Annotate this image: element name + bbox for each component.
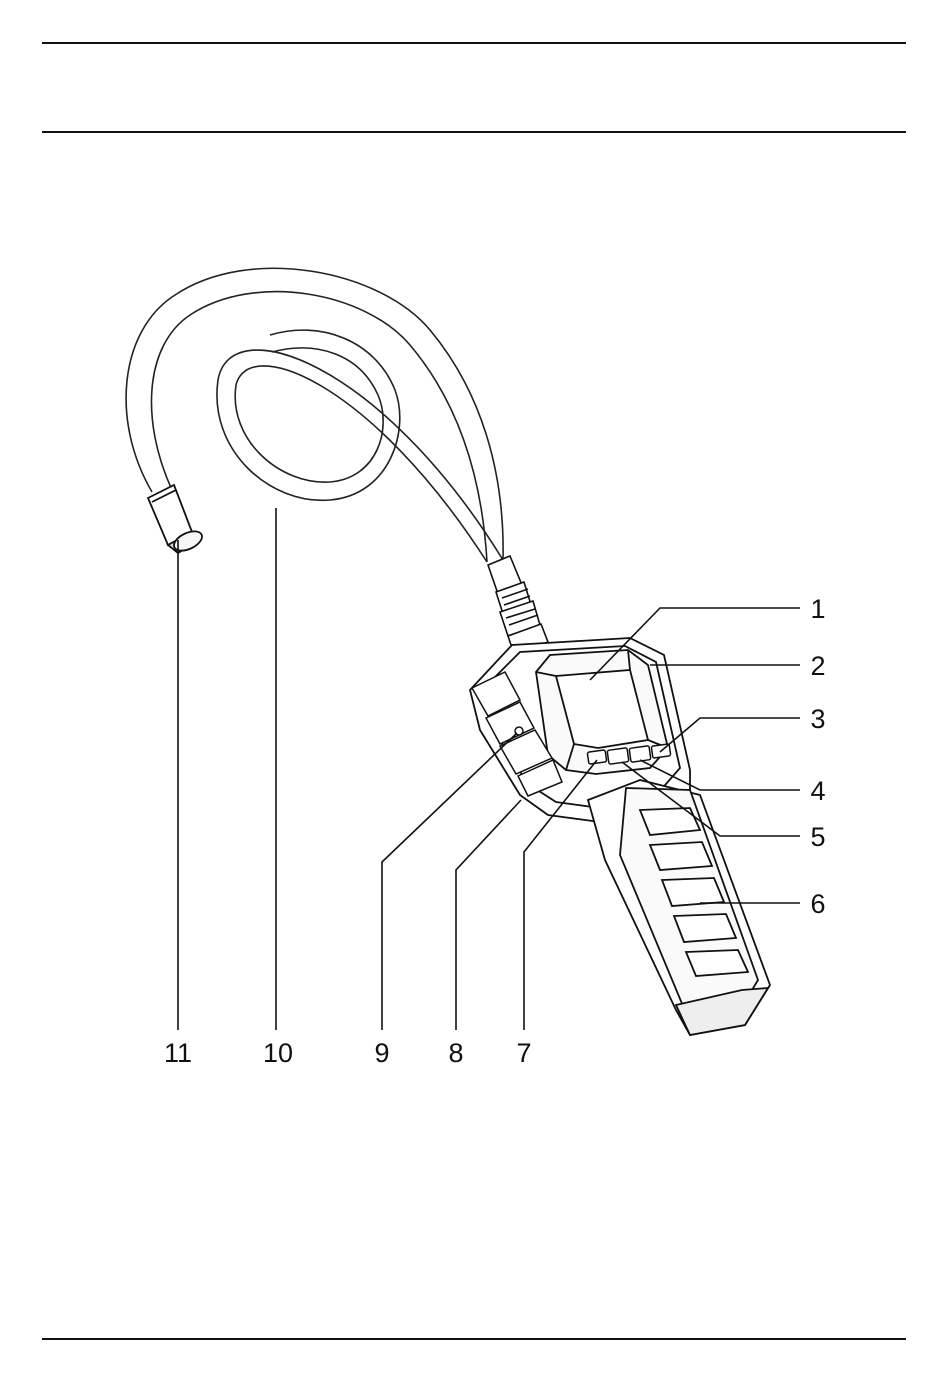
callout-7: 7 [516,1038,531,1068]
callout-3: 3 [810,704,825,734]
callout-1: 1 [810,594,825,624]
callout-8: 8 [448,1038,463,1068]
callout-11: 11 [164,1038,192,1068]
callout-6: 6 [810,889,825,919]
leader-8 [456,800,521,1030]
handle [588,780,770,1035]
callout-5: 5 [810,822,825,852]
camera-head [148,485,205,555]
callout-2: 2 [810,651,825,681]
leader-9 [382,733,517,1030]
callout-9: 9 [374,1038,389,1068]
callout-4: 4 [810,776,825,806]
callout-10: 10 [263,1038,293,1068]
cable-neck [488,556,548,654]
